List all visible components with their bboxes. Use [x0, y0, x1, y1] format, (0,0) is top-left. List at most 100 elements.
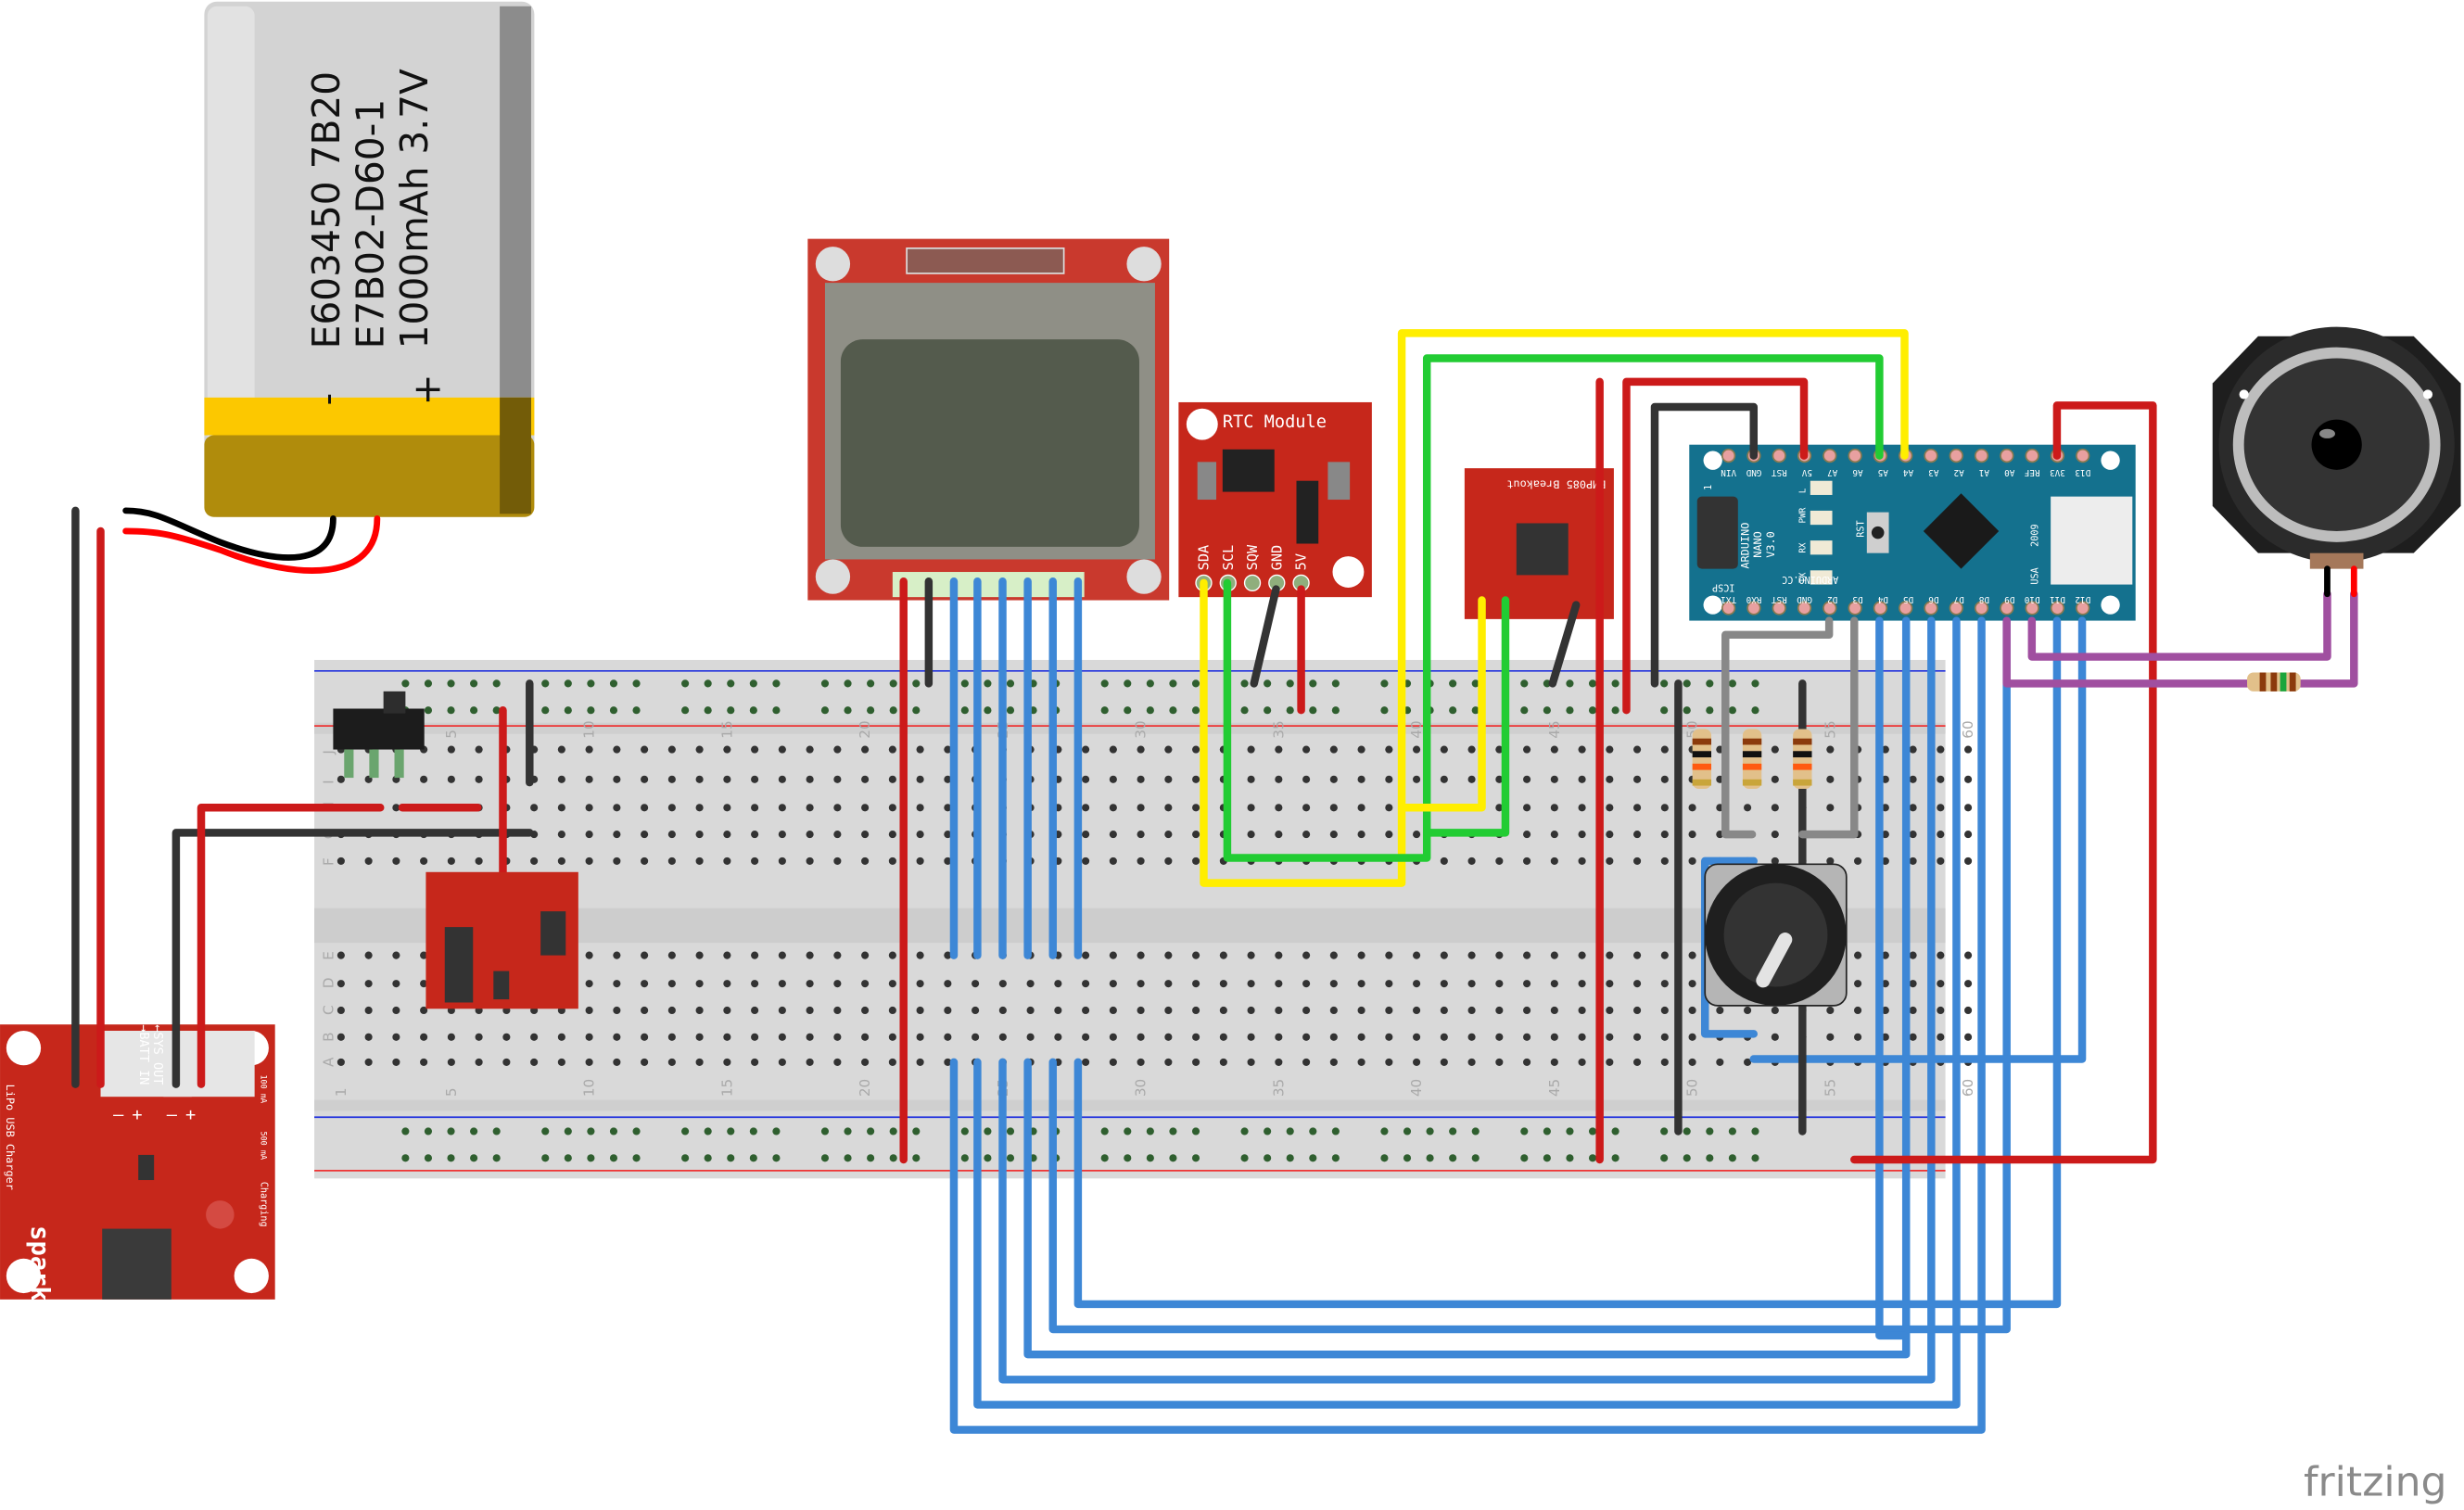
rail-hole[interactable]: [424, 1127, 433, 1136]
breadboard-hole[interactable]: [944, 1033, 952, 1041]
rail-hole[interactable]: [1520, 679, 1529, 688]
breadboard-hole[interactable]: [1881, 980, 1889, 988]
breadboard-hole[interactable]: [1192, 951, 1200, 959]
breadboard-hole[interactable]: [641, 1006, 649, 1015]
breadboard-hole[interactable]: [1826, 1033, 1835, 1041]
breadboard-hole[interactable]: [1937, 745, 1945, 754]
breadboard-hole[interactable]: [861, 1006, 870, 1015]
breadboard-hole[interactable]: [944, 831, 952, 839]
nano-top-pin[interactable]: [1848, 448, 1862, 463]
rail-hole[interactable]: [1264, 1154, 1272, 1162]
breadboard-hole[interactable]: [1909, 831, 1917, 839]
breadboard-hole[interactable]: [1633, 1033, 1642, 1041]
breadboard-hole[interactable]: [420, 980, 428, 988]
breadboard-hole[interactable]: [1275, 831, 1283, 839]
breadboard-hole[interactable]: [585, 775, 593, 783]
rail-hole[interactable]: [587, 1127, 595, 1136]
breadboard-hole[interactable]: [1578, 1058, 1586, 1066]
rail-hole[interactable]: [1191, 1154, 1200, 1162]
breadboard-hole[interactable]: [475, 1033, 483, 1041]
breadboard-hole[interactable]: [475, 775, 483, 783]
rail-hole[interactable]: [1588, 679, 1597, 688]
rail-hole[interactable]: [1264, 679, 1272, 688]
rail-hole[interactable]: [447, 1154, 455, 1162]
breadboard-hole[interactable]: [1523, 775, 1531, 783]
breadboard-hole[interactable]: [861, 775, 870, 783]
wire-lcd-to-nano[interactable]: [1073, 616, 2062, 1309]
breadboard-hole[interactable]: [861, 857, 870, 865]
breadboard-hole[interactable]: [1164, 804, 1173, 812]
breadboard-hole[interactable]: [751, 804, 759, 812]
rail-hole[interactable]: [492, 679, 501, 688]
breadboard-hole[interactable]: [613, 831, 621, 839]
breadboard-hole[interactable]: [667, 1033, 676, 1041]
breadboard-hole[interactable]: [695, 857, 704, 865]
breadboard-hole[interactable]: [723, 857, 731, 865]
rail-hole[interactable]: [1380, 706, 1389, 715]
breadboard-hole[interactable]: [1137, 1058, 1145, 1066]
rail-hole[interactable]: [541, 1127, 550, 1136]
breadboard-hole[interactable]: [1578, 775, 1586, 783]
breadboard-hole[interactable]: [641, 951, 649, 959]
wire-speaker-d10[interactable]: [2027, 590, 2331, 661]
breadboard-hole[interactable]: [1082, 1006, 1090, 1015]
rail-hole[interactable]: [1728, 1154, 1736, 1162]
breadboard-hole[interactable]: [1467, 1033, 1476, 1041]
breadboard-hole[interactable]: [1385, 745, 1393, 754]
wire-pot-d3[interactable]: [1798, 616, 1859, 839]
rail-hole[interactable]: [541, 679, 550, 688]
rail-hole[interactable]: [1146, 679, 1154, 688]
breadboard-hole[interactable]: [1357, 775, 1365, 783]
breadboard-hole[interactable]: [888, 1033, 896, 1041]
rail-hole[interactable]: [1471, 706, 1480, 715]
breadboard-hole[interactable]: [1302, 980, 1311, 988]
rail-hole[interactable]: [1286, 1127, 1294, 1136]
breadboard-hole[interactable]: [1054, 1006, 1062, 1015]
breadboard-hole[interactable]: [1854, 951, 1862, 959]
breadboard-hole[interactable]: [1329, 1006, 1338, 1015]
rail-hole[interactable]: [889, 1154, 897, 1162]
breadboard-hole[interactable]: [723, 831, 731, 839]
rail-hole[interactable]: [1264, 1127, 1272, 1136]
breadboard-hole[interactable]: [1467, 775, 1476, 783]
breadboard-hole[interactable]: [1606, 745, 1614, 754]
breadboard-hole[interactable]: [1219, 980, 1227, 988]
breadboard-hole[interactable]: [1247, 980, 1255, 988]
breadboard-hole[interactable]: [1606, 1006, 1614, 1015]
breadboard-hole[interactable]: [1606, 804, 1614, 812]
breadboard-hole[interactable]: [1385, 951, 1393, 959]
rail-hole[interactable]: [1403, 1154, 1412, 1162]
rail-hole[interactable]: [1006, 1154, 1015, 1162]
breadboard-hole[interactable]: [1523, 804, 1531, 812]
breadboard-hole[interactable]: [751, 775, 759, 783]
breadboard-hole[interactable]: [1192, 857, 1200, 865]
breadboard-hole[interactable]: [1881, 857, 1889, 865]
breadboard-hole[interactable]: [1909, 745, 1917, 754]
breadboard-hole[interactable]: [420, 775, 428, 783]
breadboard-hole[interactable]: [888, 857, 896, 865]
rail-hole[interactable]: [889, 1127, 897, 1136]
breadboard-hole[interactable]: [1660, 1033, 1669, 1041]
breadboard-hole[interactable]: [1247, 831, 1255, 839]
breadboard-hole[interactable]: [641, 857, 649, 865]
rail-hole[interactable]: [1683, 1154, 1691, 1162]
breadboard-hole[interactable]: [751, 980, 759, 988]
breadboard-hole[interactable]: [1826, 857, 1835, 865]
breadboard-hole[interactable]: [806, 980, 814, 988]
breadboard-hole[interactable]: [1854, 857, 1862, 865]
rail-hole[interactable]: [1520, 706, 1529, 715]
breadboard-hole[interactable]: [751, 1058, 759, 1066]
nano-bottom-pin[interactable]: [1949, 601, 1963, 615]
rail-hole[interactable]: [564, 706, 572, 715]
rail-hole[interactable]: [424, 1154, 433, 1162]
breadboard-hole[interactable]: [1082, 980, 1090, 988]
rail-hole[interactable]: [681, 1127, 690, 1136]
rail-hole[interactable]: [1380, 1127, 1389, 1136]
rail-hole[interactable]: [867, 1127, 875, 1136]
rail-hole[interactable]: [820, 1154, 830, 1162]
breadboard-hole[interactable]: [475, 857, 483, 865]
breadboard-hole[interactable]: [1329, 745, 1338, 754]
breadboard-hole[interactable]: [944, 1006, 952, 1015]
rail-hole[interactable]: [1543, 1127, 1551, 1136]
breadboard-hole[interactable]: [667, 980, 676, 988]
